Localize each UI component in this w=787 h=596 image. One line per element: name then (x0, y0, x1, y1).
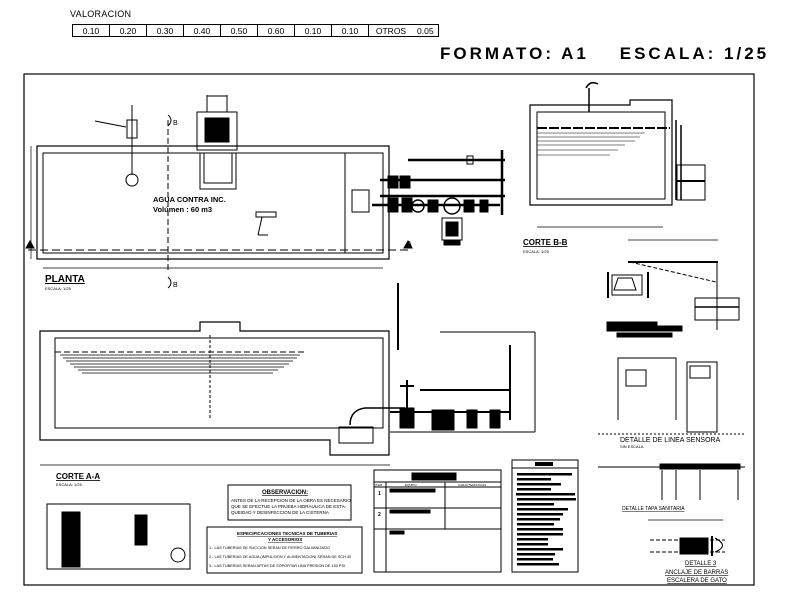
especificaciones-subtitle: Y ACCESORIOS (268, 537, 302, 542)
valoracion-label: VALORACION (70, 9, 132, 19)
valoracion-cell: 0.10 (331, 24, 369, 37)
section-marker-b-bottom (167, 276, 172, 289)
pump-assembly-section (390, 331, 536, 433)
section-marker-a-right (403, 239, 413, 249)
corte-aa-scale: ESCALA: 1/25 (56, 482, 83, 487)
planta-title: PLANTA (45, 274, 85, 285)
manhole-frame (196, 111, 238, 151)
section-bb-inner (536, 111, 666, 200)
valoracion-table: 0.10 0.20 0.30 0.40 0.50 0.60 0.10 0.10 … (72, 24, 439, 37)
detalle-3 (648, 519, 725, 556)
especificaciones-item: 1.- LAS TUBERIAS DE SUCCION SERAN DE FIE… (209, 546, 330, 550)
pump-box (351, 189, 370, 213)
tank-label-1: AGUA CONTRA INC. (153, 195, 226, 204)
leyenda-row-1: 1 (378, 491, 381, 497)
valoracion-cell: 0.40 (183, 24, 221, 37)
section-aa-inner (54, 337, 384, 429)
float-ball (125, 173, 139, 187)
especificaciones-item: 3.- LAS TUBERIAS SERAN APTAS DE SOPORTAR… (209, 564, 345, 568)
corte-aa-title: CORTE A-A (56, 472, 100, 481)
observacion-line: QUE SE EFECTUE LA PRUEBA HIDRAULICA DE E… (231, 504, 347, 509)
leyenda-col-equipo: EQUIPO (405, 483, 417, 487)
detalle-3-subtitle-1: ANCLAJE DE BARRAS (665, 570, 728, 576)
detalle-3-subtitle-2: ESCALERA DE GATO (667, 578, 727, 584)
valoracion-cell: 0.10 (294, 24, 332, 37)
tapa-detail-title: DETALLE TAPA SANITARIA (622, 506, 685, 512)
manhole-pit (199, 152, 237, 190)
corte-bb-title: CORTE B-B (523, 238, 568, 247)
section-marker-b-top (167, 114, 172, 127)
tapa-detail (598, 463, 745, 500)
pump-assembly-plan (372, 150, 505, 246)
manhole-cover (204, 117, 230, 143)
detalle-3-title: DETALLE 3 (685, 561, 717, 567)
corte-aa-view (39, 283, 405, 466)
observacion-title: OBSERVACION: (262, 490, 308, 496)
valoracion-cell: 0.50 (220, 24, 258, 37)
observacion-line: QUEIDAD Y DESINFECCION DE LA CISTERNA (231, 510, 329, 515)
leyenda-col-item: ITEM (375, 483, 383, 487)
tank-label-2: Volúmen : 60 m3 (153, 205, 212, 214)
format-title: FORMATO: A1 ESCALA: 1/25 (440, 44, 770, 63)
section-aa-outer (39, 321, 390, 456)
planta-scale: ESCALA: 1/25 (45, 286, 72, 291)
sensor-line-detail (598, 325, 745, 435)
section-a-right-label: A (407, 241, 412, 248)
leyenda-table (373, 469, 502, 573)
corte-bb-view (529, 81, 706, 228)
leyenda-col-caracteristicas: CARACTERISTICAS (458, 483, 486, 487)
ladder-detail (46, 503, 191, 570)
section-bb-outer (529, 99, 673, 206)
especificaciones-title: ESPECIFICACIONES TECNICAS DE TUBERIAS (237, 531, 337, 536)
section-b-bottom-label: B (173, 282, 178, 289)
sensor-detail-scale: SIN ESCALA (620, 444, 644, 449)
especificaciones-item: 2.- LAS TUBERIAS DE AGUA (IMPULSION Y AL… (209, 555, 351, 559)
planta-view (25, 95, 413, 289)
section-marker-a-left (25, 239, 35, 249)
notas-box (511, 459, 579, 573)
valoracion-cell: 0.05 (413, 24, 439, 37)
corte-bb-scale: ESCALA: 1/25 (523, 249, 550, 254)
especificaciones-box (206, 526, 363, 574)
section-b-top-label: B (173, 120, 178, 127)
leyenda-row-2: 2 (378, 512, 381, 518)
float-valve-detail (606, 239, 740, 330)
valoracion-cell: OTROS (368, 24, 413, 37)
sensor-detail-title: DETALLE DE LINEA SENSORA (620, 437, 721, 444)
observacion-box (227, 484, 352, 521)
valoracion-cell: 0.30 (146, 24, 184, 37)
drawing-frame (23, 73, 755, 586)
observacion-line: ANTES DE LA RECEPCION DE LA OBRA ES NECE… (231, 498, 351, 503)
section-a-left-label: A (28, 241, 33, 248)
